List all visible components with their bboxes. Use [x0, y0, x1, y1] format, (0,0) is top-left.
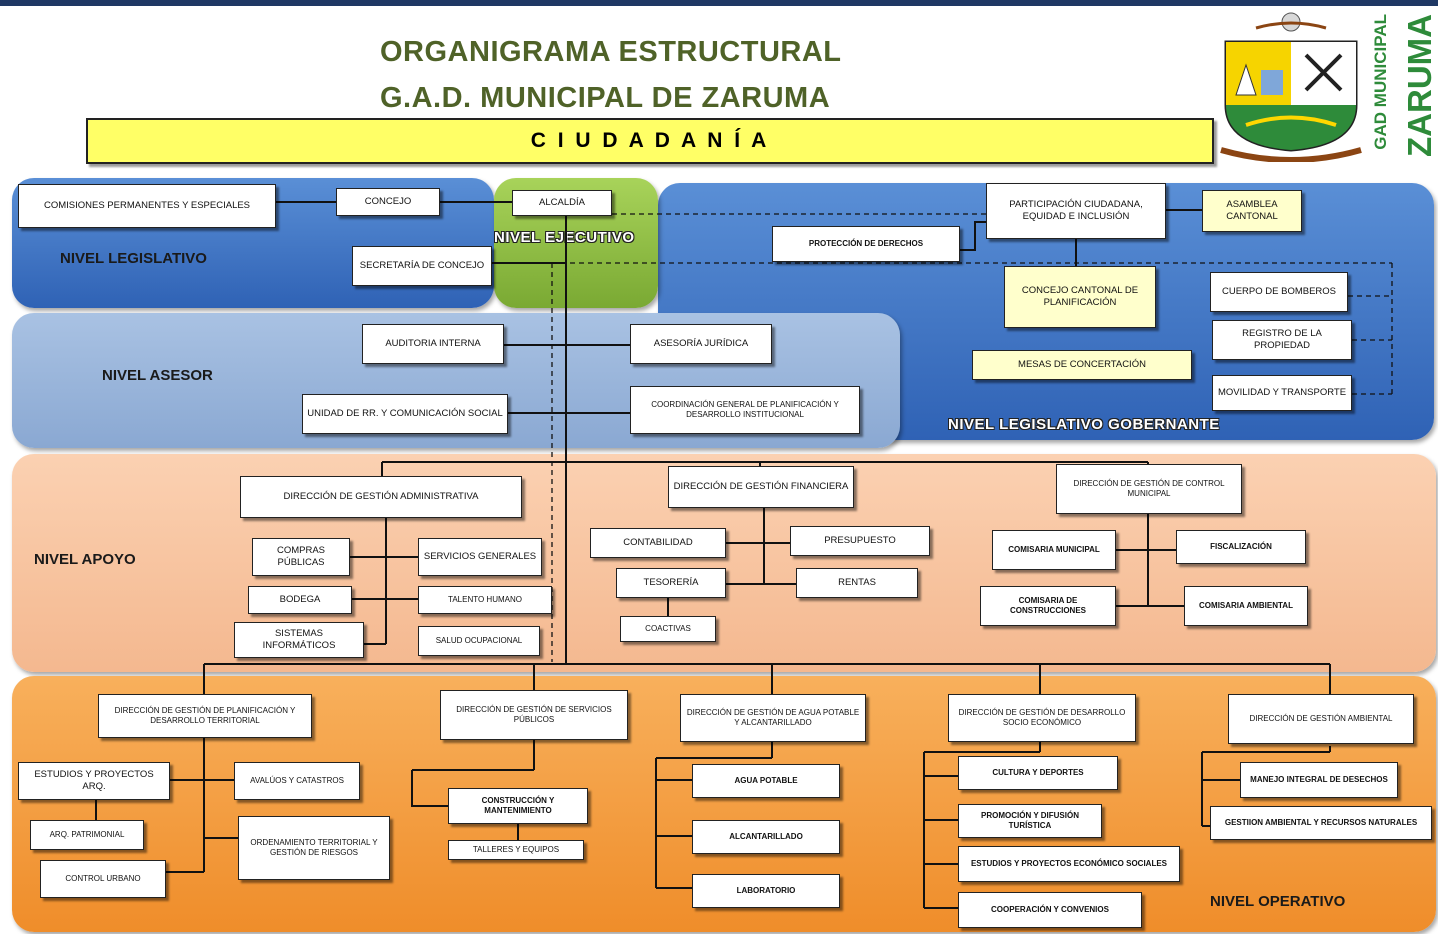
- box-control-urbano: CONTROL URBANO: [40, 860, 166, 898]
- box-gestion-ambiental: GESTIION AMBIENTAL Y RECURSOS NATURALES: [1210, 806, 1432, 840]
- box-dir-plan: DIRECCIÓN DE GESTIÓN DE PLANIFICACIÓN Y …: [98, 694, 312, 738]
- box-coordinacion: COORDINACIÓN GENERAL DE PLANIFICACIÓN Y …: [630, 386, 860, 434]
- box-manejo: MANEJO INTEGRAL DE DESECHOS: [1240, 762, 1398, 798]
- box-unidad-rrpp: UNIDAD DE RR. Y COMUNICACIÓN SOCIAL: [302, 394, 508, 434]
- box-rentas: RENTAS: [796, 568, 918, 598]
- box-movilidad: MOVILIDAD Y TRANSPORTE: [1212, 375, 1352, 411]
- box-comisiones: COMISIONES PERMANENTES Y ESPECIALES: [18, 184, 276, 228]
- box-estudios-eco: ESTUDIOS Y PROYECTOS ECONÓMICO SOCIALES: [958, 846, 1180, 882]
- box-compras: COMPRAS PÚBLICAS: [252, 538, 350, 576]
- box-bodega: BODEGA: [248, 586, 352, 614]
- box-dir-serv: DIRECCIÓN DE GESTIÓN DE SERVICIOS PÚBLIC…: [440, 690, 628, 740]
- box-dir-socio: DIRECCIÓN DE GESTIÓN DE DESARROLLO SOCIO…: [948, 694, 1136, 742]
- box-auditoria: AUDITORIA INTERNA: [362, 324, 504, 364]
- box-promocion: PROMOCIÓN Y DIFUSIÓN TURÍSTICA: [958, 804, 1102, 838]
- box-concejo-cantonal: CONCEJO CANTONAL DE PLANIFICACIÓN: [1004, 266, 1156, 328]
- box-arq-patrimonial: ARQ. PATRIMONIAL: [30, 820, 144, 850]
- box-mesas: MESAS DE CONCERTACIÓN: [972, 350, 1192, 380]
- box-agua: AGUA POTABLE: [692, 764, 840, 798]
- box-avaluos: AVALÚOS Y CATASTROS: [234, 762, 360, 800]
- box-comisaria-construcciones: COMISARIA DE CONSTRUCCIONES: [980, 586, 1116, 626]
- box-presupuesto: PRESUPUESTO: [790, 526, 930, 556]
- box-alcaldia: ALCALDÍA: [512, 190, 612, 216]
- box-comisaria-ambiental: COMISARIA AMBIENTAL: [1184, 586, 1308, 626]
- box-alcantarillado: ALCANTARILLADO: [692, 820, 840, 854]
- box-dir-admin: DIRECCIÓN DE GESTIÓN ADMINISTRATIVA: [240, 476, 522, 518]
- label-nivel-asesor: NIVEL ASESOR: [102, 367, 213, 384]
- box-estudios-arq: ESTUDIOS Y PROYECTOS ARQ.: [18, 762, 170, 800]
- logo: GAD MUNICIPAL ZARUMA: [1216, 10, 1438, 163]
- box-construccion: CONSTRUCCIÓN Y MANTENIMIENTO: [448, 788, 588, 824]
- box-registro: REGISTRO DE LA PROPIEDAD: [1212, 320, 1352, 360]
- box-salud: SALUD OCUPACIONAL: [418, 626, 540, 656]
- box-concejo: CONCEJO: [336, 188, 440, 216]
- top-border: [0, 0, 1438, 6]
- box-cooperacion: COOPERACIÓN Y CONVENIOS: [958, 892, 1142, 928]
- box-ordenamiento: ORDENAMIENTO TERRITORIAL Y GESTIÓN DE RI…: [238, 816, 390, 880]
- box-comisaria-municipal: COMISARIA MUNICIPAL: [992, 530, 1116, 570]
- box-tesoreria: TESORERÍA: [616, 568, 726, 598]
- box-laboratorio: LABORATORIO: [692, 874, 840, 908]
- box-dir-agua: DIRECCIÓN DE GESTIÓN DE AGUA POTABLE Y A…: [680, 694, 866, 742]
- box-coactivas: COACTIVAS: [620, 616, 716, 642]
- box-dir-amb: DIRECCIÓN DE GESTIÓN AMBIENTAL: [1228, 694, 1414, 744]
- municipal-coat-of-arms-icon: [1220, 12, 1362, 163]
- box-sistemas: SISTEMAS INFORMÁTICOS: [234, 622, 364, 658]
- box-talento: TALENTO HUMANO: [418, 586, 552, 614]
- box-talleres: TALLERES Y EQUIPOS: [448, 840, 584, 860]
- box-dir-fin: DIRECCIÓN DE GESTIÓN FINANCIERA: [668, 466, 854, 508]
- box-participacion: PARTICIPACIÓN CIUDADANA, EQUIDAD E INCLU…: [986, 183, 1166, 239]
- label-nivel-legislativo-gobernante: NIVEL LEGISLATIVO GOBERNANTE: [948, 416, 1220, 433]
- label-nivel-legislativo: NIVEL LEGISLATIVO: [60, 250, 207, 267]
- ciudadania-bar: C I U D A D A N Í A: [86, 118, 1214, 164]
- box-contabilidad: CONTABILIDAD: [590, 528, 726, 558]
- box-asamblea: ASAMBLEA CANTONAL: [1202, 190, 1302, 232]
- title-line2: G.A.D. MUNICIPAL DE ZARUMA: [380, 82, 831, 114]
- box-proteccion: PROTECCIÓN DE DERECHOS: [772, 226, 960, 262]
- box-servicios-generales: SERVICIOS GENERALES: [418, 538, 542, 576]
- box-fiscalizacion: FISCALIZACIÓN: [1176, 530, 1306, 564]
- box-asesoria: ASESORÍA JURÍDICA: [630, 324, 772, 364]
- box-dir-control: DIRECCIÓN DE GESTIÓN DE CONTROL MUNICIPA…: [1056, 464, 1242, 514]
- label-nivel-operativo: NIVEL OPERATIVO: [1210, 893, 1346, 910]
- box-cultura: CULTURA Y DEPORTES: [958, 756, 1118, 790]
- title-line1: ORGANIGRAMA ESTRUCTURAL: [380, 36, 842, 68]
- box-secretaria: SECRETARÍA DE CONCEJO: [352, 246, 492, 286]
- label-nivel-ejecutivo: NIVEL EJECUTIVO: [494, 229, 635, 246]
- box-bomberos: CUERPO DE BOMBEROS: [1210, 272, 1348, 312]
- label-nivel-apoyo: NIVEL APOYO: [34, 551, 136, 568]
